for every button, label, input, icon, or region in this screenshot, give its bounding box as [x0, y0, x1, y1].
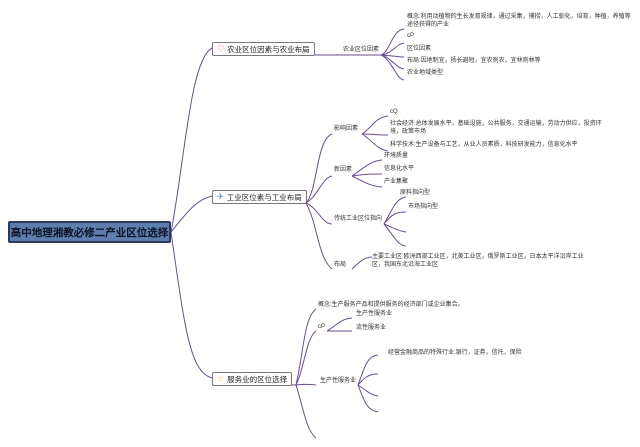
leaf-environment[interactable]: 环境质量 [384, 153, 409, 159]
root-topic[interactable]: 高中地理湘教必修二产业区位选择 [8, 221, 171, 243]
branch-label: 服务业的区位选择 [227, 374, 288, 384]
node-influencing-factors[interactable]: 影响因素 [334, 126, 359, 132]
leaf-raw-material[interactable]: 原料指向型 [400, 190, 431, 196]
star-icon: ☆ [217, 374, 225, 383]
branch-label: 农业区位因素与农业布局 [227, 44, 310, 54]
heart-icon: ♡ [217, 44, 225, 53]
node-layout[interactable]: 布局 [334, 262, 347, 268]
node-producer-services[interactable]: 生产性服务业 [320, 378, 357, 384]
leaf-agri-types[interactable]: 农业地域类型 [407, 70, 444, 76]
node-agri-location[interactable]: 农业区位因素 [343, 47, 380, 53]
leaf-informatization[interactable]: 信息化水平 [384, 166, 415, 172]
node-traditional-orientation[interactable]: 传统工业区位指向 [334, 216, 383, 222]
branch-label: 工业区位素与工业布局 [226, 192, 302, 202]
edge-root-serv [170, 231, 213, 379]
leaf-agri-factors[interactable]: 区位因素 [407, 46, 432, 52]
edge-root-agri [170, 47, 213, 233]
leaf-cq[interactable]: cQ [390, 109, 398, 115]
branch-agriculture[interactable]: ♡ 农业区位因素与农业布局 [212, 42, 315, 56]
leaf-circulation-services[interactable]: 流性服务业 [356, 325, 387, 331]
node-new-factors[interactable]: 新因素 [334, 167, 353, 173]
branch-industry[interactable]: ✈ 工业区位素与工业布局 [212, 190, 307, 204]
branch-services[interactable]: ☆ 服务业的区位选择 [212, 372, 293, 386]
leaf-producer-services[interactable]: 生产性服务业 [356, 311, 393, 317]
leaf-finance[interactable]: 经营金融商品的特殊行业:银行，证券，信托，保险 [388, 350, 522, 356]
leaf-science-tech[interactable]: 科学技术:生产设备与工艺，从业人员素质，科技研发能力，信息化水平 [390, 142, 578, 148]
leaf-agglomeration[interactable]: 产业集聚 [384, 179, 409, 185]
leaf-industrial-regions[interactable]: 主要工业区:欧洲西部工业区，北美工业区，俄罗斯工业区，日本太平洋沿岸工业区，我国… [372, 254, 584, 268]
edge-root-ind [170, 195, 213, 233]
node-service-cp[interactable]: cP [318, 324, 326, 330]
node-service-concept[interactable]: 概念:生产服务产品和提供服务的经济部门或企业集合。 [318, 302, 464, 308]
paper-plane-icon: ✈ [217, 192, 224, 201]
leaf-agri-concept[interactable]: 概念:利用动植物的生长发育规律，通过采集，捕捞，人工驯化，培育，种植，养殖等途径… [407, 14, 631, 28]
leaf-socio-economic[interactable]: 社会经济:总体发展水平，基础设施，公共服务，交通运输，劳动力供应，投资环境，政策… [390, 121, 602, 135]
leaf-market[interactable]: 市场指向型 [408, 204, 439, 210]
leaf-agri-cp[interactable]: cP [407, 33, 415, 39]
leaf-agri-layout[interactable]: 布局:因地制宜，扬长避短，宜农则农，宜林则林等 [407, 58, 541, 64]
